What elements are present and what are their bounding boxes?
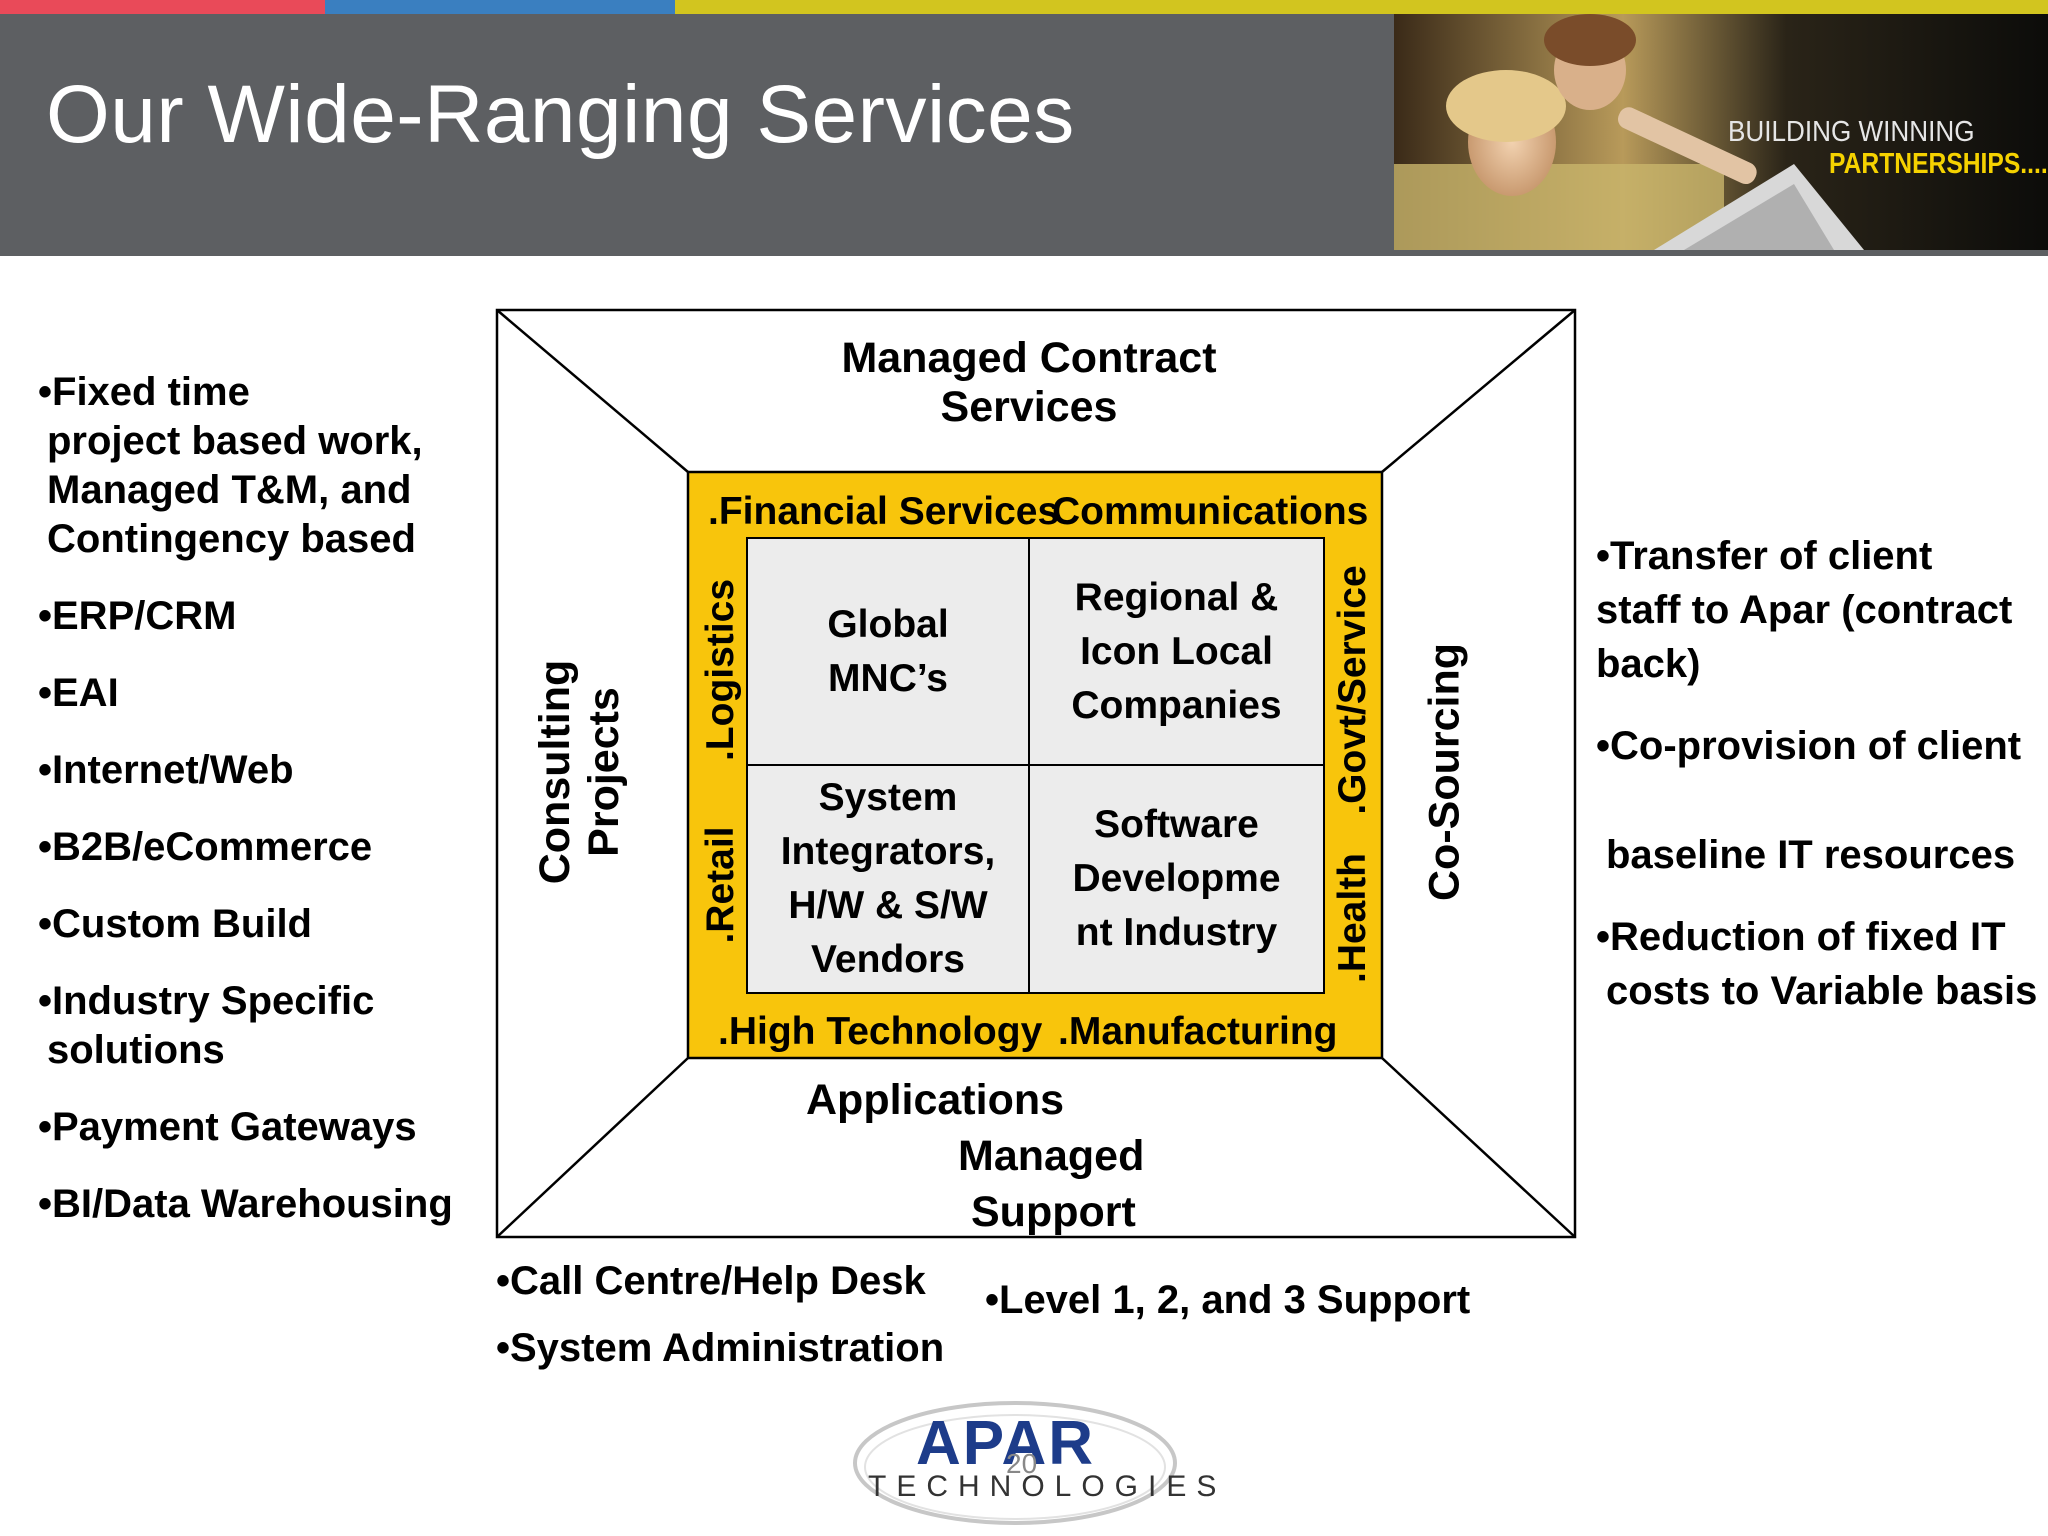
logo-ellipse <box>853 1401 1177 1525</box>
label-managed-contract-services: Managed Contract Services <box>841 334 1216 432</box>
list-item: •Co-provision of client <box>1596 724 2022 768</box>
right-service-list: •Transfer of client staff to Apar (contr… <box>1596 529 2037 1018</box>
industry-logistics: .Logistics <box>699 578 742 762</box>
diagonal-top-left <box>496 309 689 473</box>
cell-regional-icon-local: Regional & Icon Local Companies <box>1029 538 1324 765</box>
list-item: Contingency based <box>47 517 416 561</box>
label-line: Services <box>940 383 1118 431</box>
list-item: •Custom Build <box>38 902 312 946</box>
list-item: baseline IT resources <box>1606 833 2016 877</box>
list-item: Managed T&M, and <box>47 468 412 512</box>
header-photo-image <box>1394 14 2048 250</box>
list-item: •Level 1, 2, and 3 Support <box>985 1278 1471 1322</box>
label-line: Consulting <box>531 659 579 885</box>
label-line: Managed <box>958 1132 1145 1180</box>
list-item: costs to Variable basis <box>1606 969 2038 1013</box>
list-item: •Transfer of client <box>1596 534 1933 578</box>
label-applications-managed-support: Applications Managed Support <box>806 1072 1144 1240</box>
list-item: •Industry Specific <box>38 979 375 1023</box>
label-line: Projects <box>580 687 628 857</box>
label-line: Applications <box>806 1076 1065 1124</box>
cell-software-development: Software Developme nt Industry <box>1029 765 1324 993</box>
bottom-left-list: •Call Centre/Help Desk •System Administr… <box>496 1248 944 1382</box>
label-consulting-projects: Consulting Projects <box>531 660 629 885</box>
label-line: Managed Contract <box>841 334 1217 382</box>
page-title: Our Wide-Ranging Services <box>46 69 1075 160</box>
industry-retail: .Retail <box>699 826 742 944</box>
cell-system-integrators: System Integrators, H/W & S/W Vendors <box>747 765 1029 993</box>
industry-manufacturing: .Manufacturing <box>1058 1010 1338 1053</box>
top-strip-red <box>0 0 325 16</box>
list-item: back) <box>1596 642 1701 686</box>
diagonal-bottom-left <box>496 1057 689 1238</box>
industry-govt-service: .Govt/Service <box>1331 565 1374 815</box>
diagonal-top-right <box>1381 309 1576 473</box>
cell-text: Software Developme nt Industry <box>1072 803 1281 954</box>
cell-global-mncs: Global MNC’s <box>747 538 1029 765</box>
top-strip-blue <box>325 0 675 16</box>
list-item: •Call Centre/Help Desk <box>496 1259 926 1303</box>
diagonal-bottom-right <box>1381 1057 1576 1238</box>
list-item: •Reduction of fixed IT <box>1596 915 2006 959</box>
bottom-right-list: •Level 1, 2, and 3 Support <box>985 1276 1470 1325</box>
industry-high-technology: .High Technology <box>718 1010 1043 1053</box>
list-item: •Fixed time <box>38 370 250 414</box>
label-line: Support <box>971 1188 1136 1236</box>
logo-apar: APAR <box>916 1409 1096 1478</box>
industry-health: .Health <box>1331 852 1374 984</box>
logo-technologies: TECHNOLOGIES <box>868 1470 1227 1503</box>
tagline-line1: BUILDING WINNING <box>1728 116 1975 148</box>
cell-text: Regional & Icon Local Companies <box>1071 575 1282 727</box>
tagline-line2: PARTNERSHIPS.... <box>1829 148 2048 180</box>
industry-financial-services: .Financial Services <box>708 490 1060 533</box>
list-item: •EAI <box>38 671 119 715</box>
header-photo <box>1394 14 2048 250</box>
top-strip-yellow <box>675 0 2048 16</box>
cell-text: System Integrators, H/W & S/W Vendors <box>780 776 996 981</box>
industry-communications: Communications <box>1052 490 1369 533</box>
list-item: •Internet/Web <box>38 748 294 792</box>
list-item: •Payment Gateways <box>38 1105 417 1149</box>
cell-text: Global MNC’s <box>827 602 949 700</box>
left-service-list: •Fixed time project based work, Managed … <box>38 368 453 1229</box>
list-item: staff to Apar (contract <box>1596 588 2013 632</box>
list-item: •BI/Data Warehousing <box>38 1182 453 1226</box>
list-item: •System Administration <box>496 1326 945 1370</box>
label-co-sourcing: Co-Sourcing <box>1420 643 1469 901</box>
list-item: project based work, <box>47 419 423 463</box>
list-item: •B2B/eCommerce <box>38 825 373 869</box>
list-item: •ERP/CRM <box>38 594 237 638</box>
page-number: 20 <box>1006 1448 1038 1479</box>
list-item: solutions <box>47 1028 225 1072</box>
